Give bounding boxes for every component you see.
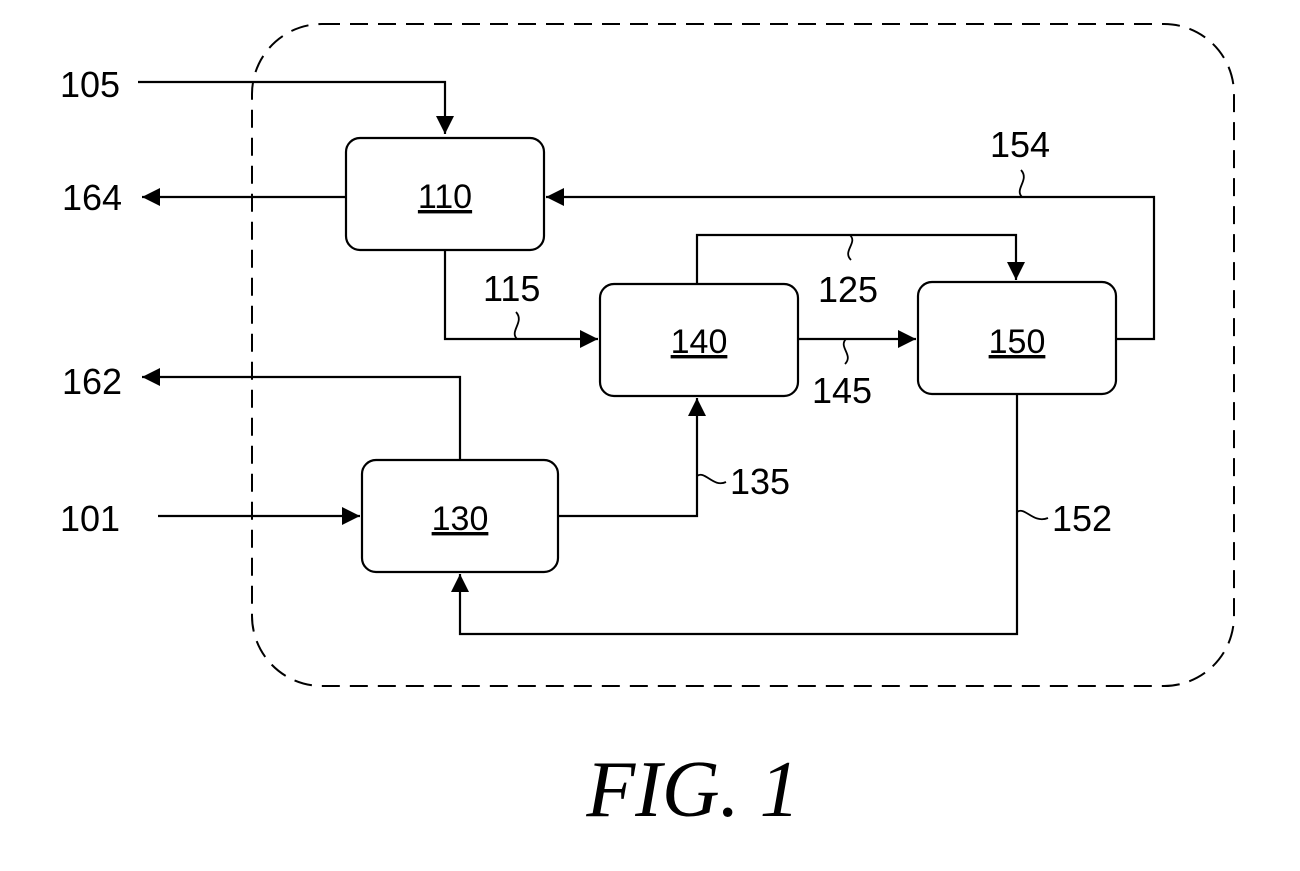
stream-162-line (142, 377, 460, 460)
unit-130: 130 (362, 460, 558, 572)
stream-154-label: 154 (990, 124, 1050, 165)
unit-130-label: 130 (432, 500, 489, 538)
stream-145-leader (844, 339, 848, 364)
stream-145: 145 (798, 339, 916, 411)
stream-152-leader (1017, 511, 1048, 519)
unit-150-label: 150 (989, 323, 1046, 361)
stream-154-leader (1020, 170, 1024, 197)
unit-110-label: 110 (418, 178, 472, 216)
stream-101-label: 101 (60, 498, 120, 539)
stream-135-leader (697, 475, 726, 483)
stream-135: 135 (558, 398, 790, 516)
unit-140-label: 140 (671, 323, 728, 361)
stream-164-label: 164 (62, 177, 122, 218)
stream-115-leader (515, 312, 519, 339)
stream-105-label: 105 (60, 64, 120, 105)
stream-115: 115 (445, 250, 598, 339)
stream-115-label: 115 (483, 268, 540, 309)
unit-140: 140 (600, 284, 798, 396)
stream-162: 162 (62, 361, 460, 460)
stream-135-label: 135 (730, 461, 790, 502)
figure-caption: FIG. 1 (585, 746, 799, 834)
stream-152-label: 152 (1052, 498, 1112, 539)
stream-125-leader (848, 235, 852, 260)
unit-150: 150 (918, 282, 1116, 394)
stream-162-label: 162 (62, 361, 122, 402)
stream-125-label: 125 (818, 269, 878, 310)
stream-135-line (558, 398, 697, 516)
stream-145-label: 145 (812, 370, 872, 411)
stream-101: 101 (60, 498, 360, 539)
stream-164: 164 (62, 177, 346, 218)
unit-110: 110 (346, 138, 544, 250)
stream-105-line (138, 82, 445, 134)
